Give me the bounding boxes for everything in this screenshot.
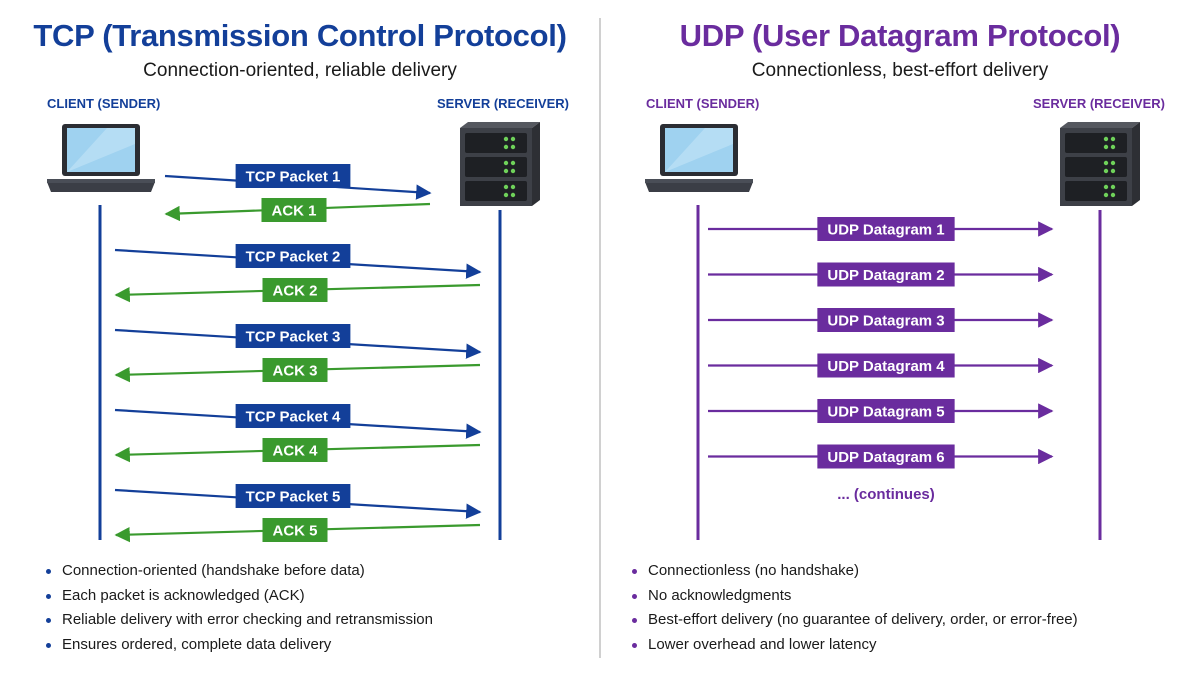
udp-datagram-label: UDP Datagram 2 [817,262,955,287]
ack-label: ACK 4 [262,438,328,462]
tcp-bullet-list: Connection-oriented (handshake before da… [40,559,433,658]
ack-label-box [262,278,328,302]
laptop-icon [47,124,155,192]
udp-bullet-list: Connectionless (no handshake) No acknowl… [626,559,1078,658]
udp-datagram-label-box [817,444,955,469]
tcp-packet-label-box [235,244,351,268]
ack-label-text: ACK 4 [272,443,318,460]
udp-subtitle: Connectionless, best-effort delivery [751,60,1049,81]
tcp-packet-label-box [235,484,351,508]
udp-datagram-label-text: UDP Datagram 1 [827,222,944,239]
udp-title: UDP (User Datagram Protocol) [679,18,1121,53]
udp-datagram-label-box [817,217,955,241]
tcp-packet-label-text: TCP Packet 5 [246,489,341,506]
ack-label-text: ACK 5 [272,523,317,540]
ack-label: ACK 2 [262,278,328,302]
tcp-subtitle: Connection-oriented, reliable delivery [143,60,457,81]
tcp-bullet: Each packet is acknowledged (ACK) [40,584,433,609]
udp-server-label: SERVER (RECEIVER) [1033,96,1165,111]
udp-sequence-diagram: UDP Datagram 1 UDP Datagram 2 UDP Datagram… [645,122,1140,540]
ack-label: ACK 5 [262,518,328,542]
udp-datagram-label: UDP Datagram 1 [817,217,955,241]
ack-label-text: ACK 3 [272,363,317,380]
tcp-panel: TCP (Transmission Control Protocol) Conn… [33,18,569,658]
ack-label: ACK 1 [261,198,327,222]
tcp-packet-label-text: TCP Packet 2 [246,249,341,266]
server-rack-icon [460,122,540,206]
udp-datagram-label-text: UDP Datagram 3 [827,313,944,330]
udp-bullet: Lower overhead and lower latency [626,633,1078,658]
tcp-bullet: Reliable delivery with error checking an… [40,608,433,633]
udp-datagram-label: UDP Datagram 5 [817,399,955,423]
ack-label-box [262,518,328,542]
udp-datagram-label: UDP Datagram 4 [817,353,955,378]
ack-label-box [261,198,327,222]
tcp-packet-label-box [235,324,351,348]
tcp-packet-label: TCP Packet 5 [235,484,351,508]
udp-client-label: CLIENT (SENDER) [646,96,760,111]
tcp-client-label: CLIENT (SENDER) [47,96,161,111]
tcp-packet-label-text: TCP Packet 1 [246,169,341,186]
tcp-packet-label-box [235,164,351,188]
udp-datagram-label-text: UDP Datagram 6 [827,449,944,466]
ack-label: ACK 3 [262,358,328,382]
tcp-title: TCP (Transmission Control Protocol) [33,18,567,53]
udp-datagram-label-box [817,308,955,332]
tcp-packet-label: TCP Packet 1 [235,164,351,188]
udp-datagram-label: UDP Datagram 3 [817,308,955,332]
udp-panel: UDP (User Datagram Protocol) Connectionl… [600,0,1200,675]
tcp-bullet: Connection-oriented (handshake before da… [40,559,433,584]
udp-datagram-label-box [817,262,955,287]
ack-label-text: ACK 1 [271,203,316,220]
panel-divider [599,18,601,658]
tcp-packet-label: TCP Packet 2 [235,244,351,268]
ack-label-box [262,358,328,382]
udp-datagram-label-text: UDP Datagram 2 [827,267,944,284]
ack-label-box [262,438,328,462]
tcp-server-label: SERVER (RECEIVER) [437,96,569,111]
tcp-bullet: Ensures ordered, complete data delivery [40,633,433,658]
udp-datagram-label-box [817,399,955,423]
server-rack-icon [1060,122,1140,206]
udp-datagram-label-text: UDP Datagram 4 [827,358,945,375]
udp-bullet: Best-effort delivery (no guarantee of de… [626,608,1078,633]
tcp-packet-label: TCP Packet 4 [235,404,351,428]
ack-label-text: ACK 2 [272,283,317,300]
udp-continues-label: ... (continues) [837,486,935,503]
udp-bullet: Connectionless (no handshake) [626,559,1078,584]
laptop-icon [645,124,753,192]
tcp-packet-label-text: TCP Packet 3 [246,329,341,346]
tcp-sequence-diagram: TCP Packet 1 ACK 1 TCP Packet 2 ACK 2 TCP Pa… [47,122,540,543]
udp-bullet: No acknowledgments [626,584,1078,609]
tcp-packet-label: TCP Packet 3 [235,324,351,348]
udp-datagram-label-text: UDP Datagram 5 [827,404,944,421]
udp-datagram-label-box [817,353,955,378]
tcp-packet-label-text: TCP Packet 4 [246,409,341,426]
udp-datagram-label: UDP Datagram 6 [817,444,955,469]
tcp-packet-label-box [235,404,351,428]
